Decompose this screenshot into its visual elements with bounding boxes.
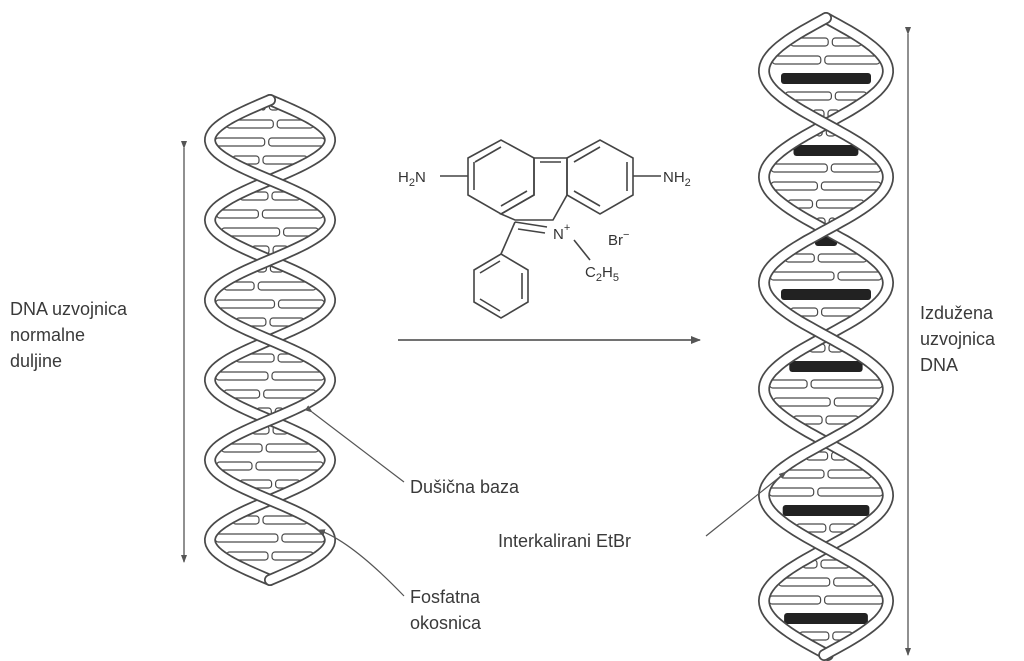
nitrogen-base-leader [304,405,405,483]
bromide-text: Br [608,232,623,249]
base-pair-segment [770,181,819,191]
base-pair-segment [215,371,269,381]
nitrogen-text: N [553,226,564,243]
base-pair-segment [833,397,880,407]
intercalated-etbr-bar [781,289,871,300]
intercalated-etbr-label: Interkalirani EtBr [498,531,632,551]
base-pair-segment [830,163,882,173]
base-pair-segment [769,271,835,281]
phosphate-backbone-line-2: okosnica [410,613,482,633]
normal-dna-line-2: normalne [10,325,86,345]
base-pair-segment [817,487,884,497]
base-pair-segment [824,55,881,65]
phosphate-backbone-strand-inner [759,13,893,660]
ring-middle [499,157,568,221]
base-pair-segment [214,533,279,543]
base-pair-segment [777,577,831,587]
ring-left [467,139,535,215]
base-pair-segment [772,397,831,407]
bromide-charge-text: − [623,229,629,241]
base-pair-segment [255,461,324,471]
elongated-dna-line-3: DNA [920,355,959,375]
intercalated-leader [705,471,787,537]
base-pair-segment [769,379,808,389]
base-pair-segment [820,181,882,191]
ethidium-bromide-molecule [440,139,661,319]
intercalated-etbr-bar [784,613,868,624]
normal-dna-helix [203,94,337,586]
ethyl-label: C2H5 [585,264,619,284]
base-pair-segment [268,137,326,147]
intercalated-etbr-bar [793,145,859,156]
intercalated-etbr-bar [781,73,871,84]
nitrogen-base-label: Dušična baza [410,477,520,497]
intercalated-etbr-bar [789,361,863,372]
elongated-dna-helix [757,12,895,661]
base-pair-segment [768,487,815,497]
phosphate-backbone-leader [317,529,405,597]
phosphate-backbone-label: Fosfatna okosnica [410,584,481,636]
amine-right-label: NH2 [663,169,691,189]
base-pair-segment [281,533,326,543]
intercalated-etbr-bar [782,505,870,516]
base-pair-segment [261,209,324,219]
base-pair-segment [810,379,883,389]
base-pair-segment [216,461,253,471]
elongated-dna-label: Izdužena uzvojnica DNA [920,300,995,378]
base-pair-segment [214,137,266,147]
elongated-dna-line-2: uzvojnica [920,329,996,349]
phosphate-backbone-strand-inner [205,95,335,585]
base-pair-segment [216,209,259,219]
charge-text: + [564,222,570,234]
base-pair-segment [271,371,325,381]
normal-dna-label: DNA uzvojnica normalne duljine [10,296,127,374]
base-pair-segment [215,299,276,309]
base-pair-segment [823,595,884,605]
base-pair-segment [837,271,883,281]
base-pair-segment [768,595,822,605]
normal-dna-line-3: duljine [10,351,63,371]
elongated-dna-line-1: Izdužena [920,303,994,323]
amine-left-label: H2N [398,169,426,189]
counter-ion-label: Br− [608,229,629,249]
base-pair-segment [770,163,828,173]
base-pair-segment [277,299,325,309]
nitrogen-label: N+ [553,222,570,243]
ring-phenyl [473,253,529,319]
base-pair-segment [771,55,822,65]
normal-dna-line-1: DNA uzvojnica [10,299,128,319]
ring-right [566,139,634,215]
phosphate-backbone-line-1: Fosfatna [410,587,481,607]
